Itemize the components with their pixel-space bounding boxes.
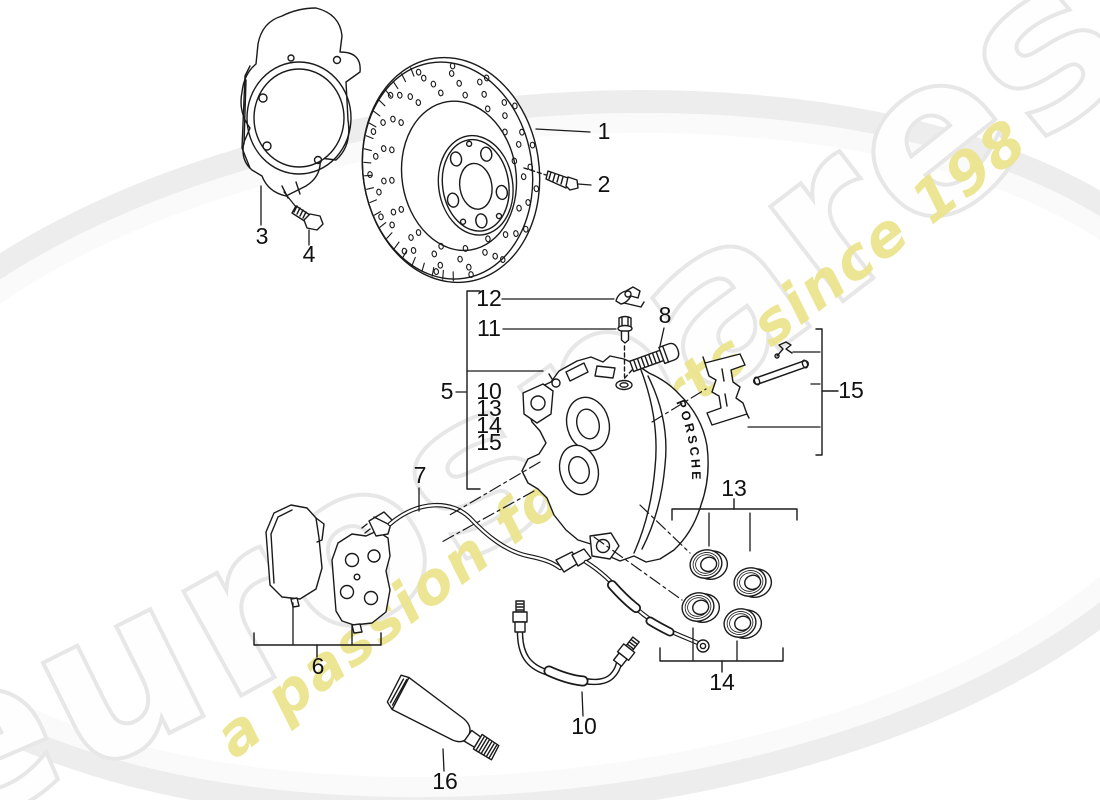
spring-clip <box>776 341 793 357</box>
caliper-piston-bore-1 <box>565 396 611 452</box>
bracket-group5 <box>466 290 481 490</box>
disc-drill-holes-and-vanes <box>363 62 540 282</box>
callout-13-13[interactable]: 13 <box>721 475 747 501</box>
caliper-face-edge <box>641 375 667 550</box>
pipe-fitting-right <box>612 636 640 667</box>
callout-3-2[interactable]: 3 <box>256 223 269 249</box>
bracket-group15 <box>815 328 823 456</box>
callout-10-17[interactable]: 10 <box>571 713 597 739</box>
callout-1-0[interactable]: 1 <box>598 118 611 144</box>
callout-15-8[interactable]: 15 <box>476 429 502 455</box>
retaining-clip-part12 <box>615 286 645 308</box>
callout-12-9[interactable]: 12 <box>476 285 502 311</box>
seal-ring-set-parts13-14 <box>681 549 773 639</box>
brake-pads-part6 <box>265 504 391 634</box>
callout-6-15[interactable]: 6 <box>312 653 325 679</box>
seal-ring-2 <box>733 567 773 598</box>
callout-13-6[interactable]: 13 <box>476 395 502 421</box>
callout-15-12[interactable]: 15 <box>838 377 864 403</box>
brake-caliper-part5: PORSCHE <box>521 355 709 563</box>
caliper-bolt-part8 <box>622 342 680 381</box>
caliper-piston-bore-2 <box>558 444 600 496</box>
cover-plate-bolt-part4 <box>291 205 324 231</box>
disc-center-bore <box>458 162 493 210</box>
callout-14-14[interactable]: 14 <box>709 669 735 695</box>
seal-ring-1 <box>689 549 729 580</box>
caliper-body <box>521 355 709 563</box>
bracket-group14 <box>659 647 784 662</box>
pad-retainer-group-part15 <box>702 341 809 426</box>
brake-pad-inner <box>331 530 391 626</box>
lubricant-tube-part16 <box>386 674 500 761</box>
brake-disc-part1 <box>361 56 541 284</box>
callout-2-1[interactable]: 2 <box>598 171 611 197</box>
brake-pad-outer <box>265 504 323 600</box>
callout-16-18[interactable]: 16 <box>432 768 458 794</box>
disc-face-inner-ring <box>400 100 518 252</box>
caliper-fluid-port <box>615 379 633 391</box>
brake-pipe-part10 <box>512 600 640 687</box>
callout-4-3[interactable]: 4 <box>303 241 316 267</box>
caliper-bleeder <box>551 378 561 388</box>
callout-14-7[interactable]: 14 <box>476 412 502 438</box>
group-brackets <box>253 290 839 673</box>
assembly-axis-lines <box>439 388 707 601</box>
cover-plate-opening <box>253 68 345 168</box>
disc-rim-line <box>361 61 534 280</box>
brake-cover-plate-part3 <box>240 7 361 199</box>
disc-screw-part2 <box>523 167 579 191</box>
callout-10-5[interactable]: 10 <box>476 378 502 404</box>
seal-ring-4 <box>723 608 763 639</box>
sensor-end-fitting <box>696 639 710 653</box>
bleeder-screw-part11 <box>617 315 633 378</box>
callout-5-4[interactable]: 5 <box>441 378 454 404</box>
wear-sensor-part7 <box>361 503 710 653</box>
callout-11-10[interactable]: 11 <box>477 315 501 341</box>
cover-plate-ring <box>246 61 352 175</box>
callout-8-11[interactable]: 8 <box>659 302 672 328</box>
callout-7-16[interactable]: 7 <box>414 462 427 488</box>
seal-ring-3 <box>681 592 721 623</box>
leader-lines <box>260 128 821 772</box>
